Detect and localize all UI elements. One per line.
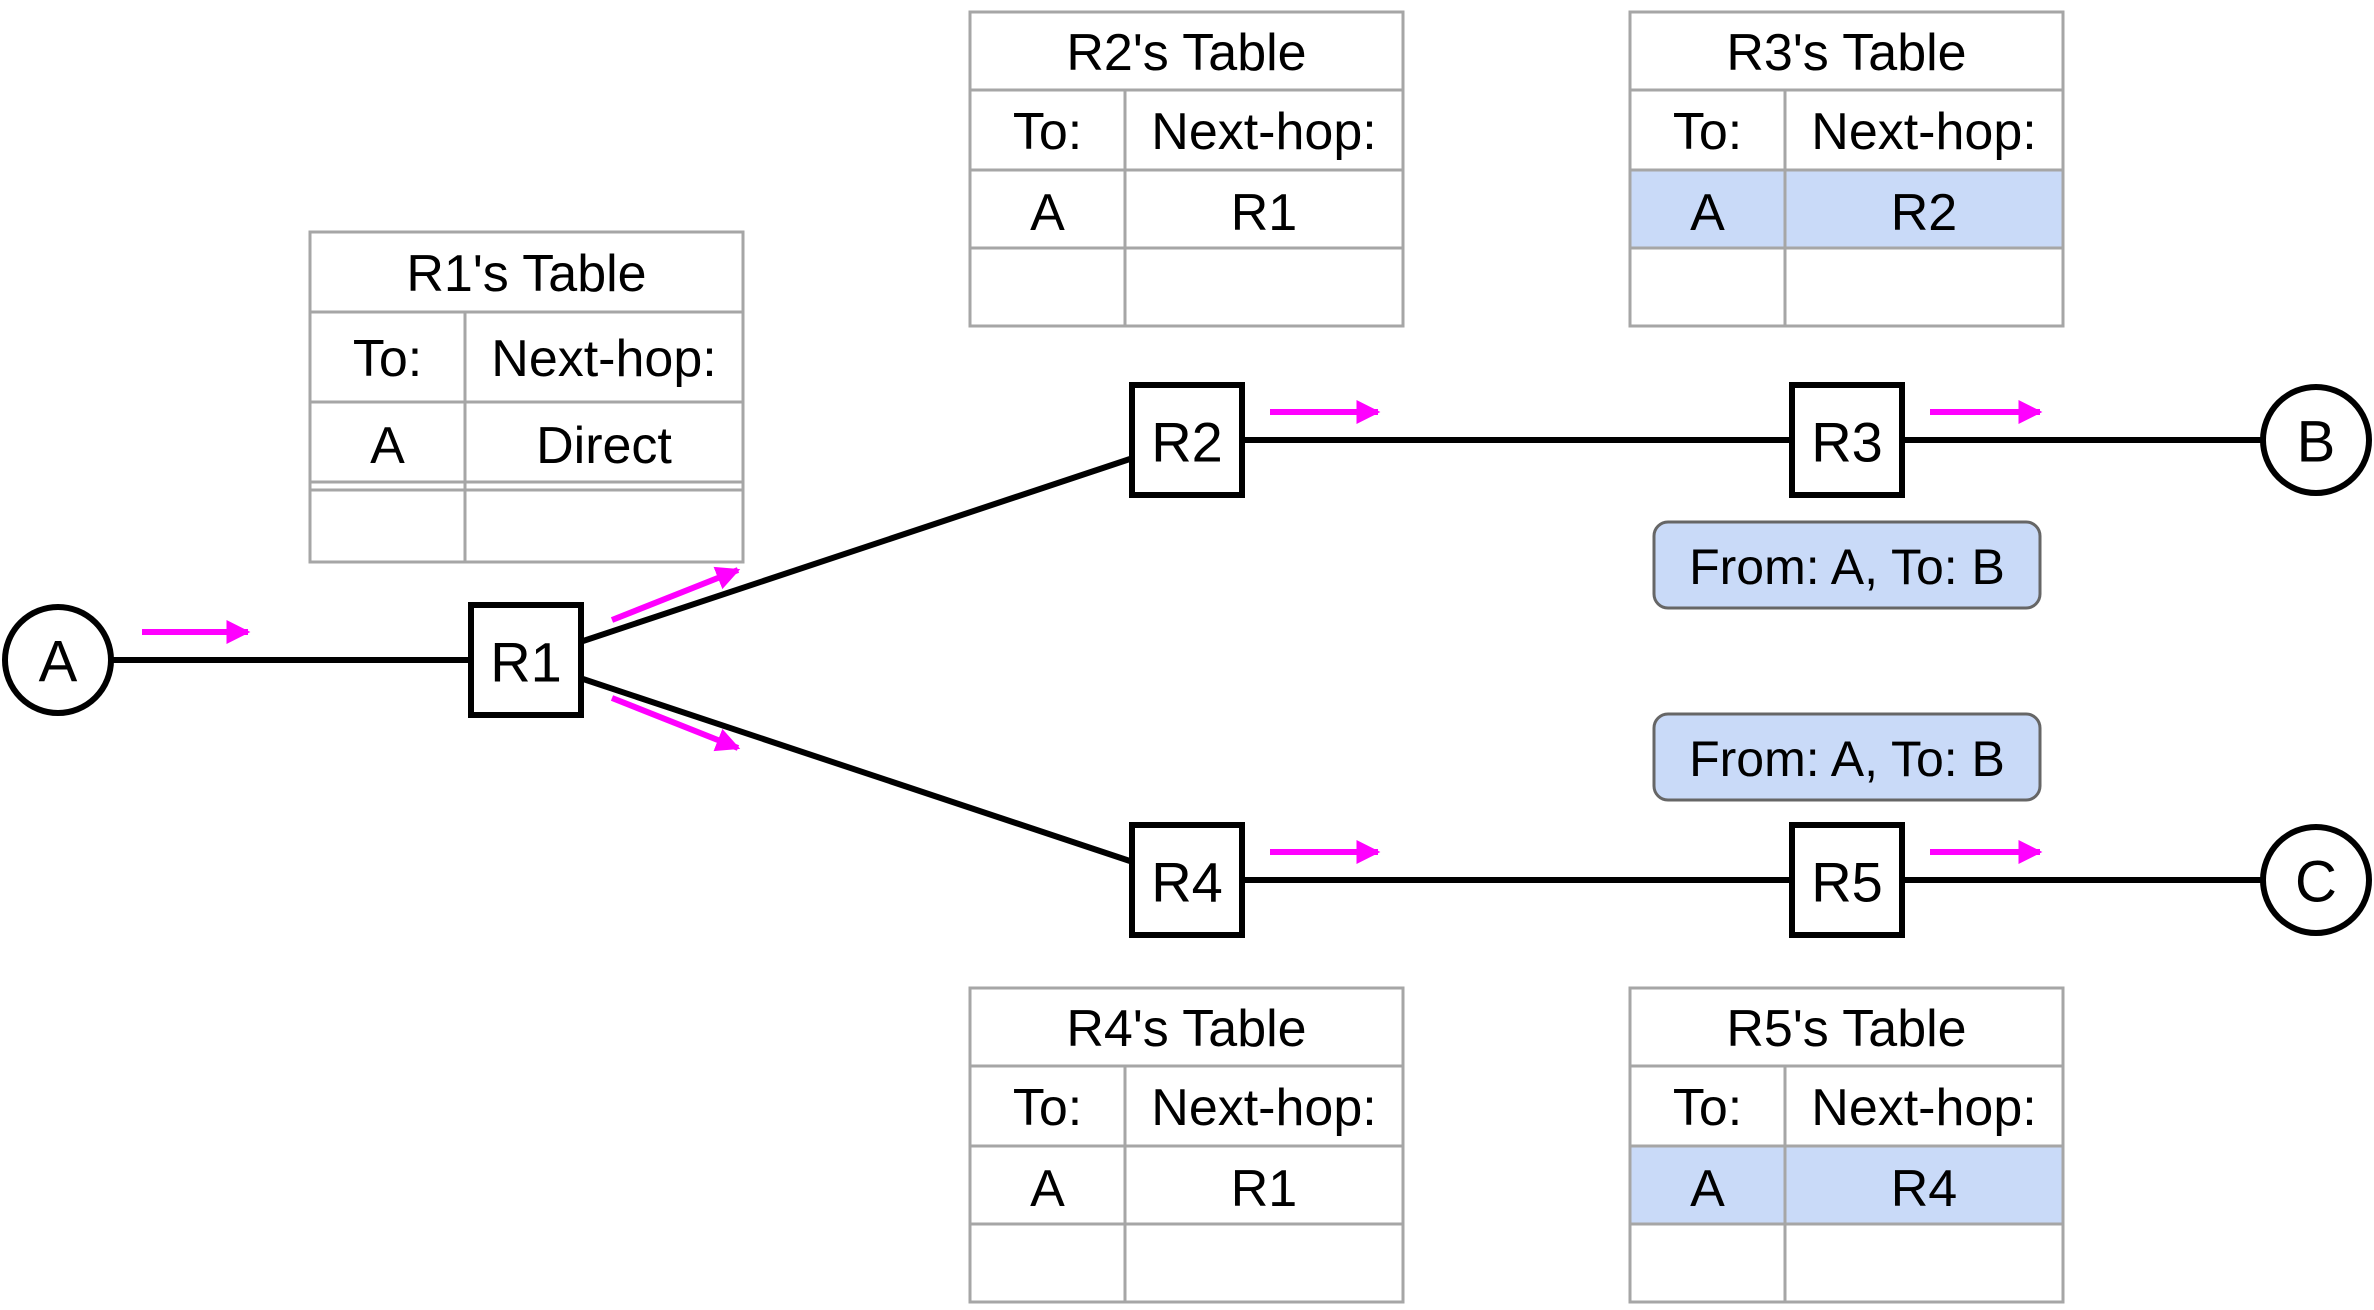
packet-header-label: From: A, To: B (1652, 520, 2042, 610)
host-circle (2260, 824, 2372, 936)
packet-label-text: From: A, To: B (1689, 731, 2005, 787)
router-r5: R5 (1789, 822, 1905, 938)
table-cell-to: A (1690, 1160, 1725, 1218)
row-highlight (1630, 1146, 2063, 1224)
host-a: A (2, 604, 114, 716)
table-title: R2's Table (1066, 24, 1306, 82)
router-label: R3 (1811, 411, 1883, 474)
table-cell-next-hop: R2 (1891, 184, 1957, 242)
flow-arrow (610, 566, 741, 623)
router-box (1789, 382, 1905, 498)
host-label: A (39, 630, 78, 695)
host-c: C (2260, 824, 2372, 936)
table-header-to: To: (1673, 1079, 1742, 1137)
table-title: R4's Table (1066, 1000, 1306, 1058)
table-cell-to: A (1030, 184, 1065, 242)
table-header-to: To: (1013, 103, 1082, 161)
router-label: R2 (1151, 411, 1223, 474)
router-box (1129, 382, 1245, 498)
table-header-to: To: (1673, 103, 1742, 161)
flow-arrow (610, 695, 741, 752)
router-r1: R1 (468, 602, 584, 718)
table-cell-next-hop: R1 (1231, 184, 1297, 242)
table-title: R5's Table (1726, 1000, 1966, 1058)
table-cell-to: A (370, 417, 405, 475)
host-label: C (2295, 850, 2337, 915)
table-header-to: To: (353, 330, 422, 388)
router-box (468, 602, 584, 718)
router-label: R4 (1151, 851, 1223, 914)
table-cell-next-hop: R4 (1891, 1160, 1957, 1218)
table-border (308, 230, 745, 564)
table-header-next-hop: Next-hop: (491, 330, 716, 388)
packet-header-label: From: A, To: B (1652, 712, 2042, 802)
packet-label-text: From: A, To: B (1689, 539, 2005, 595)
table-header-next-hop: Next-hop: (1811, 1079, 2036, 1137)
link-r1-r2 (525, 437, 1188, 663)
table-cell-next-hop: Direct (536, 417, 672, 475)
router-box (1129, 822, 1245, 938)
table-header-next-hop: Next-hop: (1811, 103, 2036, 161)
router-r3: R3 (1789, 382, 1905, 498)
link-r1-r4 (525, 657, 1188, 883)
host-circle (2, 604, 114, 716)
table-cell-next-hop: R1 (1231, 1160, 1297, 1218)
table-title: R1's Table (406, 245, 646, 303)
router-label: R5 (1811, 851, 1883, 914)
packet-label-box (1652, 712, 2042, 802)
router-r4: R4 (1129, 822, 1245, 938)
host-b: B (2260, 384, 2372, 496)
table-title: R3's Table (1726, 24, 1966, 82)
table-cell-to: A (1690, 184, 1725, 242)
host-label: B (2297, 410, 2336, 475)
table-header-to: To: (1013, 1079, 1082, 1137)
table-header-next-hop: Next-hop: (1151, 103, 1376, 161)
table-header-next-hop: Next-hop: (1151, 1079, 1376, 1137)
router-r2: R2 (1129, 382, 1245, 498)
router-label: R1 (490, 631, 562, 694)
router-box (1789, 822, 1905, 938)
host-circle (2260, 384, 2372, 496)
row-highlight (1630, 170, 2063, 248)
table-cell-to: A (1030, 1160, 1065, 1218)
packet-label-box (1652, 520, 2042, 610)
